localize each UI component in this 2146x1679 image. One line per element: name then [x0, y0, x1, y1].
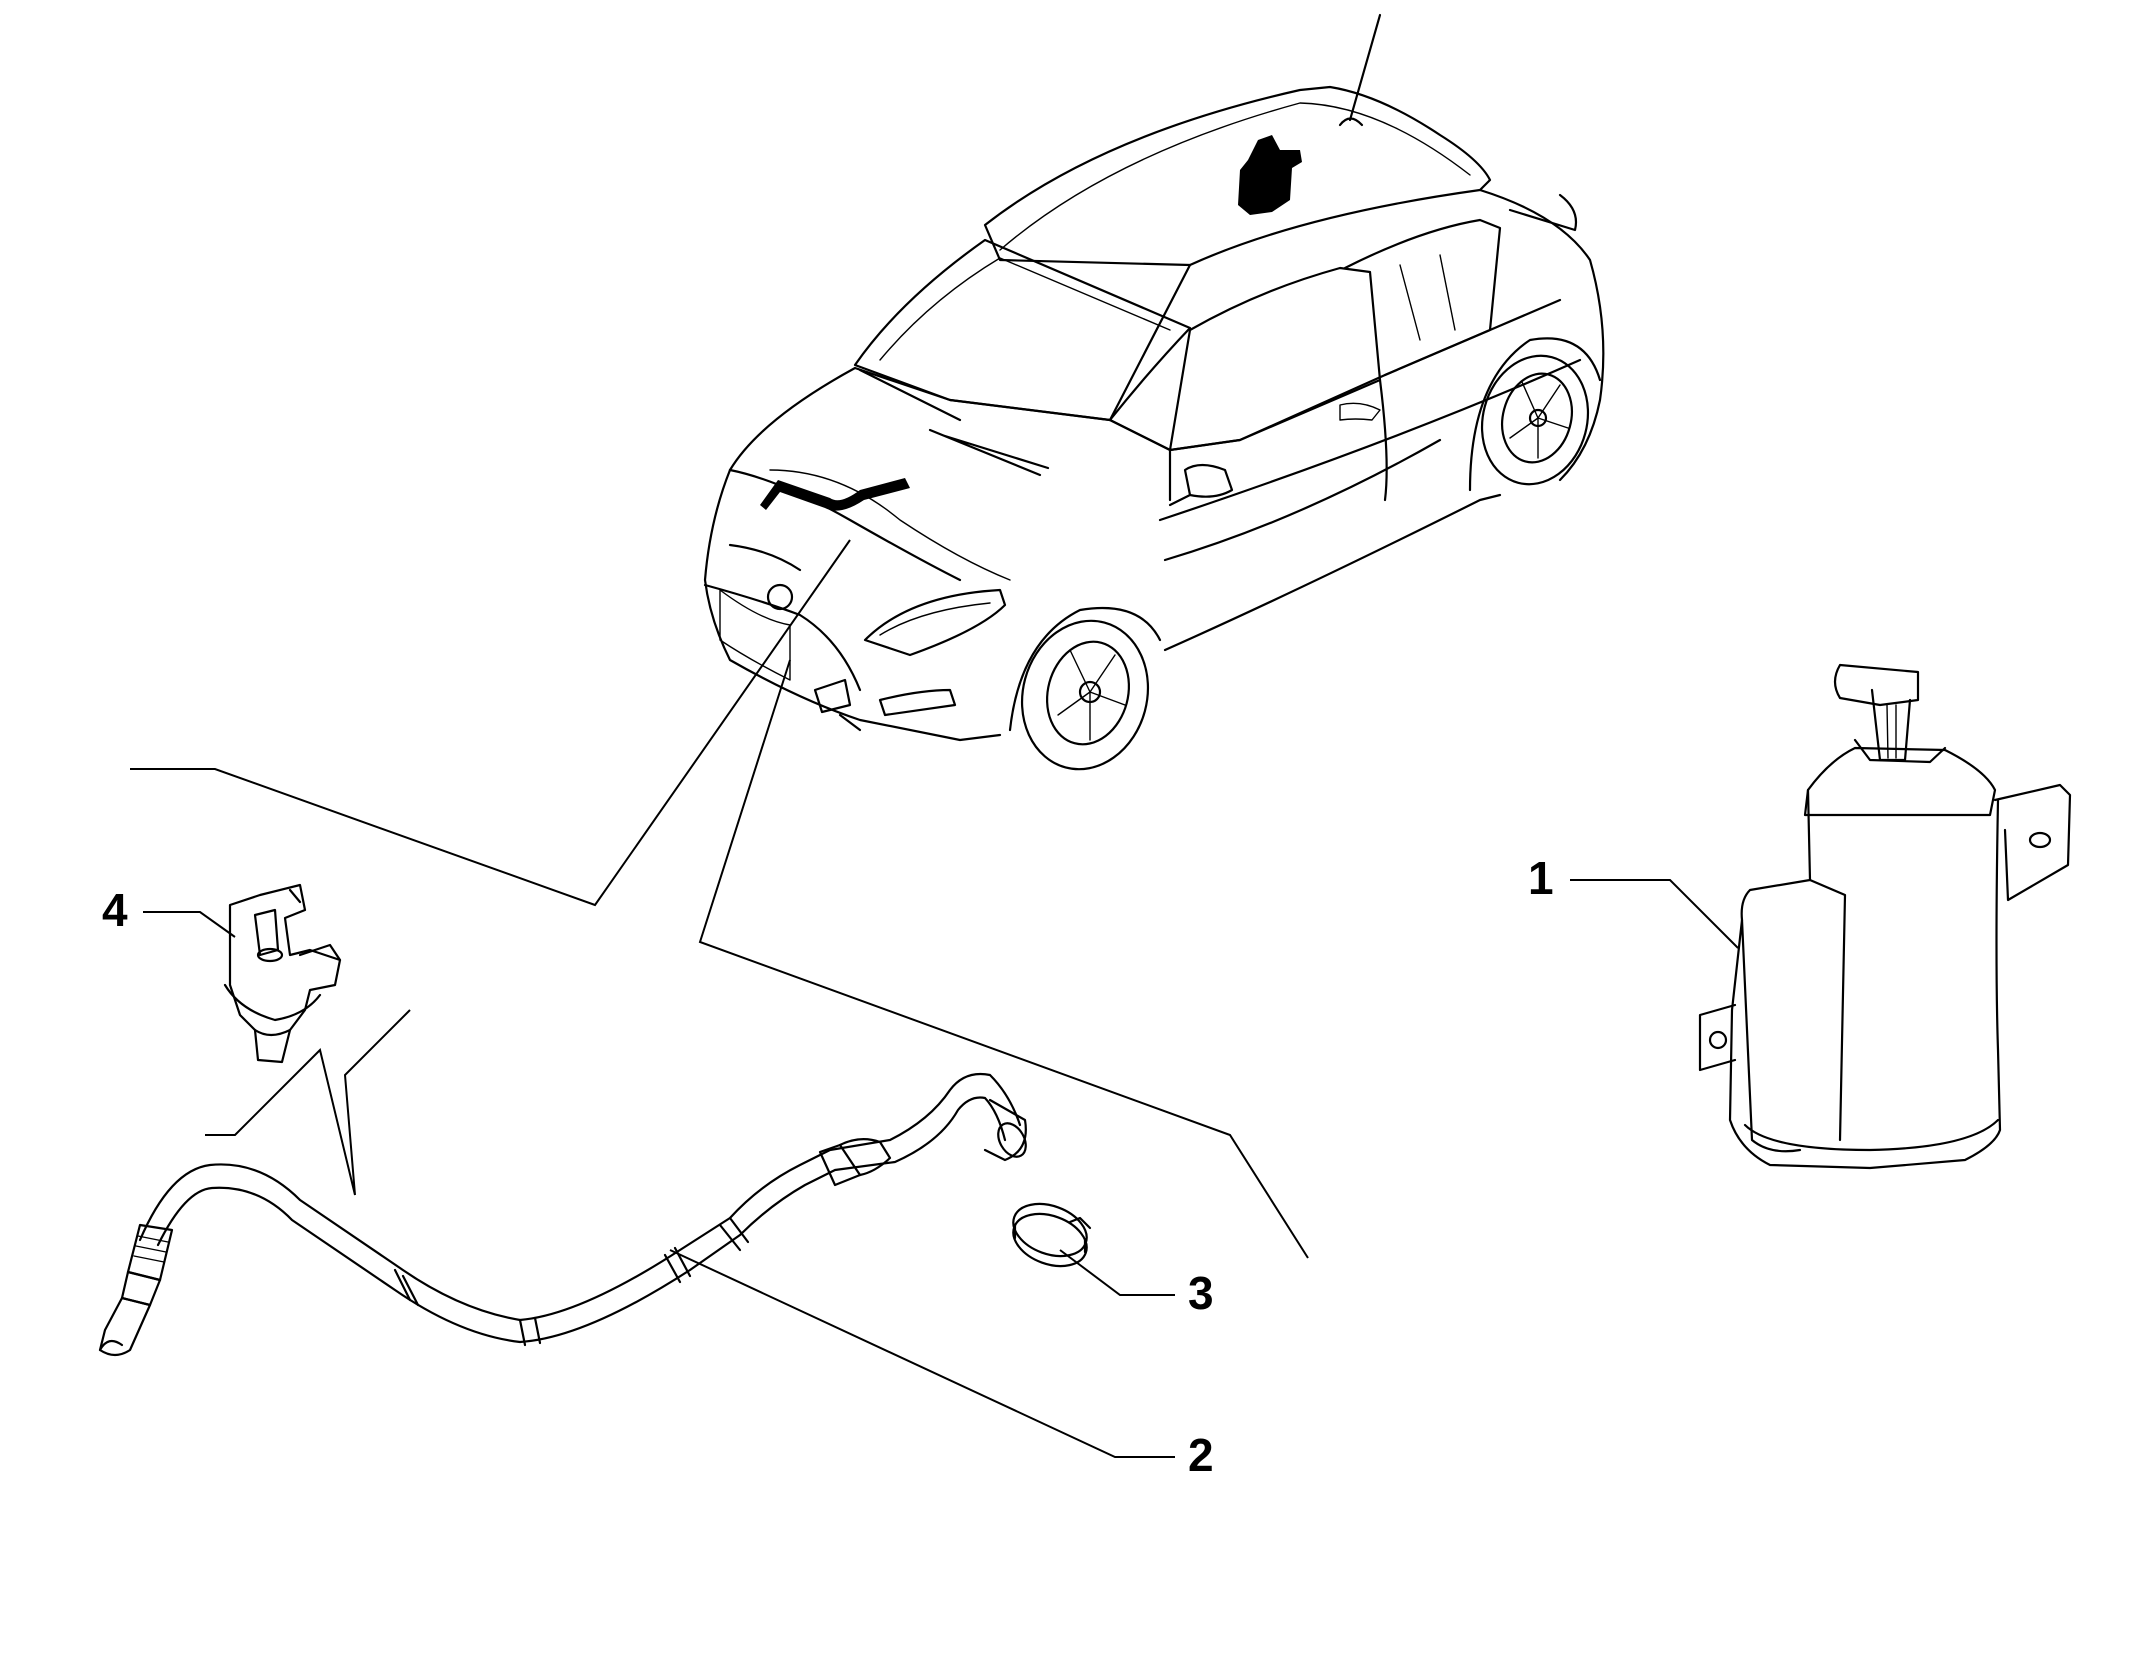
callout-line-2 — [669, 1249, 1175, 1458]
part-label-3: 3 — [1188, 1267, 1214, 1319]
clip-part — [223, 883, 342, 1064]
canister-part — [1698, 663, 2072, 1170]
part-label-2: 2 — [1188, 1429, 1214, 1481]
part-label-1: 1 — [1528, 852, 1554, 904]
callout-line-1 — [1570, 879, 1739, 949]
car-illustration — [703, 13, 1605, 771]
leader-lines — [130, 539, 1309, 1259]
callout-line-3 — [1059, 1249, 1175, 1296]
part-label-4: 4 — [102, 884, 128, 936]
callout-line-4 — [143, 911, 236, 938]
hose-part — [98, 1072, 1027, 1357]
clamp-part — [1012, 1202, 1092, 1268]
